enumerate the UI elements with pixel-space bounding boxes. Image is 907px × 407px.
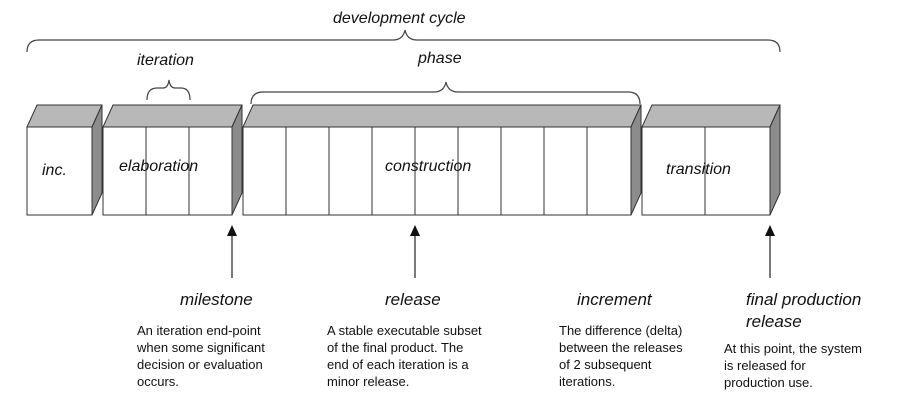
construction-label: construction bbox=[385, 158, 472, 175]
iteration-bracket bbox=[146, 79, 191, 101]
construction-box bbox=[242, 104, 642, 216]
increment-title: increment bbox=[577, 290, 652, 309]
final-release-desc-line: is released for bbox=[724, 358, 806, 373]
increment-desc-line: iterations. bbox=[559, 374, 616, 389]
elaboration-box bbox=[102, 104, 243, 216]
release-desc-line: of the final product. The bbox=[327, 340, 464, 355]
release-arrow bbox=[410, 225, 420, 278]
milestone-title: milestone bbox=[180, 290, 253, 309]
increment-desc-line: between the releases bbox=[559, 340, 683, 355]
increment-desc-line: The difference (delta) bbox=[559, 323, 683, 338]
final-release-desc-line: At this point, the system bbox=[724, 341, 863, 356]
development-cycle-bracket bbox=[26, 29, 781, 53]
milestone-desc-line: An iteration end-point bbox=[137, 323, 261, 338]
development-cycle-label: development cycle bbox=[333, 10, 466, 27]
phase-bracket bbox=[250, 81, 641, 105]
final-release-title-line: final production bbox=[746, 290, 862, 309]
release-desc-line: end of each iteration is a bbox=[327, 357, 469, 372]
release-description: A stable executable subset of the final … bbox=[327, 322, 482, 390]
milestone-desc-line: when some significant bbox=[137, 340, 265, 355]
milestone-arrow bbox=[227, 225, 237, 278]
final-release-description: At this point, the system is released fo… bbox=[724, 340, 862, 391]
milestone-desc-line: decision or evaluation bbox=[137, 357, 263, 372]
final-release-arrow bbox=[765, 225, 775, 278]
iteration-label: iteration bbox=[137, 52, 194, 69]
release-desc-line: A stable executable subset bbox=[327, 323, 482, 338]
phase-label: phase bbox=[418, 50, 462, 67]
transition-box bbox=[641, 104, 781, 216]
release-desc-line: minor release. bbox=[327, 374, 410, 389]
increment-description: The difference (delta) between the relea… bbox=[559, 322, 683, 390]
inception-box bbox=[26, 104, 103, 216]
increment-desc-line: of 2 subsequent bbox=[559, 357, 652, 372]
transition-label: transition bbox=[666, 161, 731, 178]
final-release-title-line: release bbox=[746, 312, 802, 331]
final-release-desc-line: production use. bbox=[724, 375, 813, 390]
release-title: release bbox=[385, 290, 441, 309]
inception-label: inc. bbox=[42, 162, 67, 179]
milestone-description: An iteration end-point when some signifi… bbox=[137, 322, 265, 390]
milestone-desc-line: occurs. bbox=[137, 374, 179, 389]
elaboration-label: elaboration bbox=[119, 158, 199, 175]
